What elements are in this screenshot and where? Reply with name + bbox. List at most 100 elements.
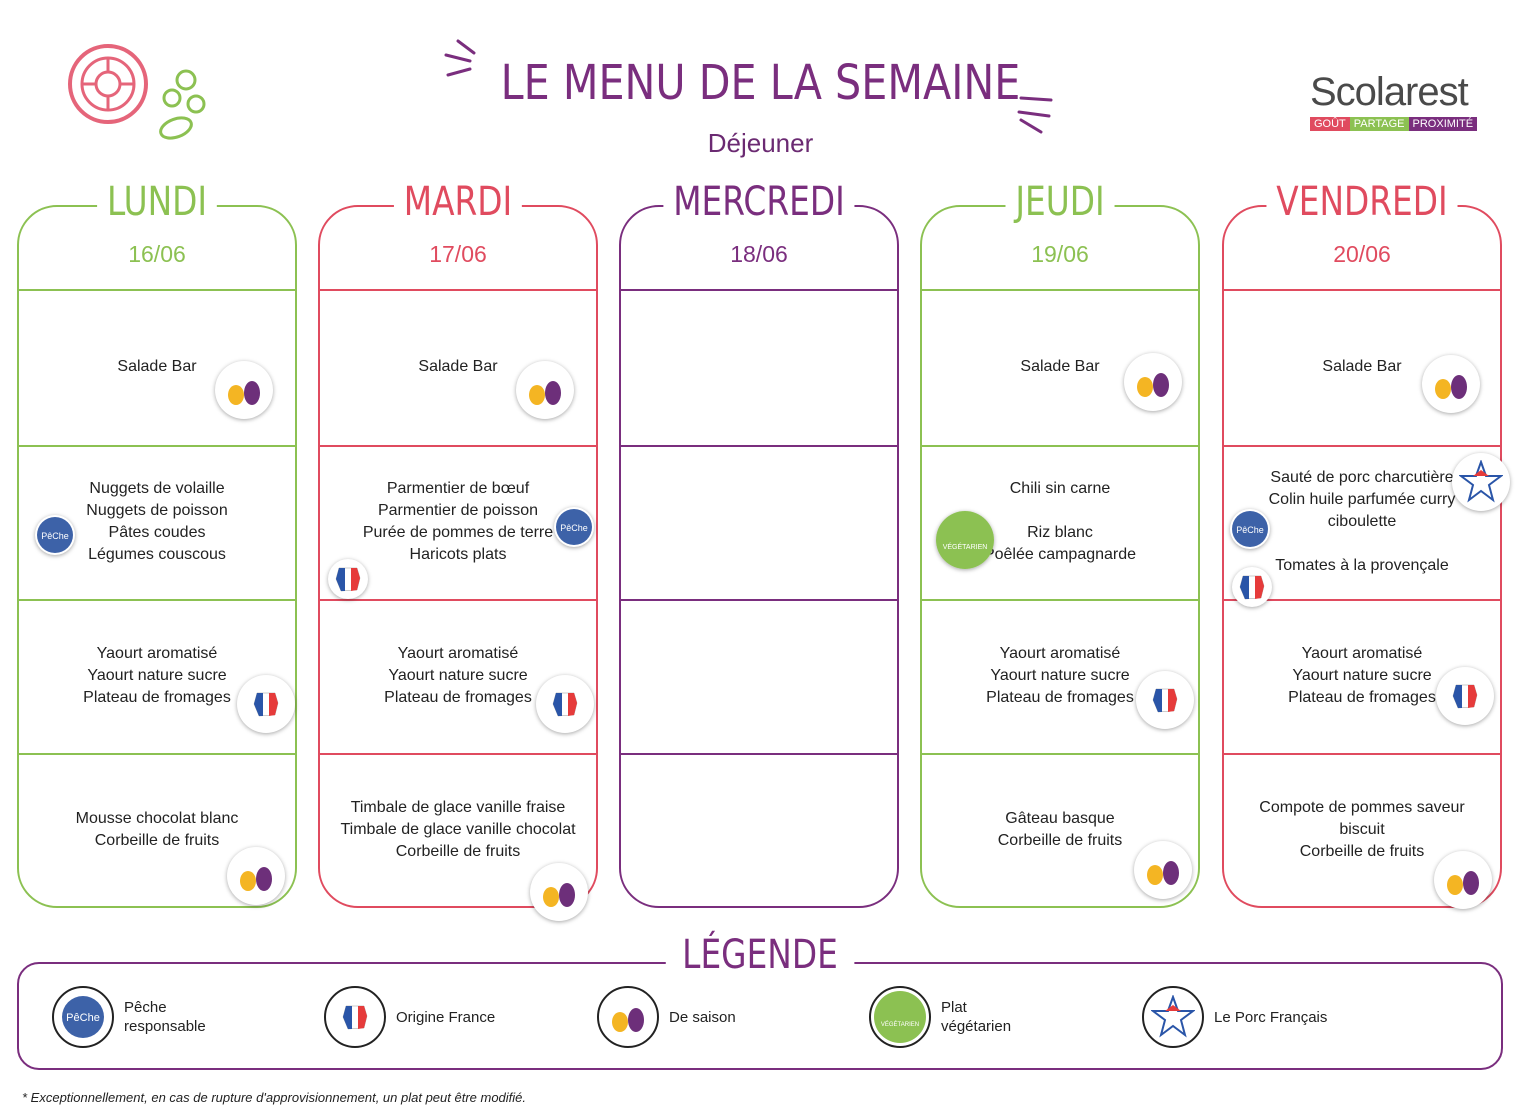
menu-item: Plateau de fromages [384, 689, 532, 706]
menu-item: Purée de pommes de terre [362, 524, 554, 541]
day-date: 19/06 [1031, 241, 1089, 267]
de-saison-icon [1124, 353, 1182, 411]
row-divider [922, 289, 1198, 291]
legend-item-porc: Le Porc Français [1142, 986, 1374, 1048]
row-divider [320, 445, 596, 447]
peche-responsable-icon: PêChe [1230, 509, 1270, 549]
menu-item: Salade Bar [117, 358, 197, 375]
logo-tag-3: PROXIMITÉ [1408, 117, 1478, 131]
day-date: 16/06 [128, 241, 186, 267]
row-divider [320, 599, 596, 601]
menu-item: Nuggets de volaille [89, 480, 225, 497]
menu-item: Yaourt aromatisé [1301, 645, 1423, 662]
day-date: 18/06 [730, 241, 788, 267]
menu-item: ciboulette [1327, 513, 1397, 530]
tomato-slice-icon [68, 44, 206, 140]
legend-item-origine: Origine France [324, 986, 496, 1048]
menu-item: Parmentier de poisson [377, 502, 539, 519]
svg-text:PêChe: PêChe [1236, 525, 1264, 535]
menu-item: Yaourt aromatisé [397, 645, 519, 662]
menu-item: Mousse chocolat blanc [75, 810, 239, 827]
menu-item: Compote de pommes saveur [1259, 799, 1465, 816]
peche-responsable-icon: PêChe [554, 507, 594, 547]
menu-item: Nuggets de poisson [86, 502, 228, 519]
menu-item: Salade Bar [1020, 358, 1100, 375]
legend-label: Pêche responsable [124, 999, 206, 1035]
menu-item: Corbeille de fruits [1299, 843, 1425, 860]
menu-item: Chili sin carne [1009, 480, 1111, 497]
peche-responsable-icon: PêChe [35, 515, 75, 555]
legend-label: Origine France [396, 1008, 496, 1026]
plat-vegetarien-icon: VÉGÉTARIEN [936, 511, 994, 569]
origine-france-icon [1136, 671, 1194, 729]
legend-label: Le Porc Français [1214, 1008, 1328, 1026]
menu-item: Poêlée campagnarde [983, 546, 1137, 563]
menu-cell: Salade Bar [320, 356, 596, 378]
legend-title: LÉGENDE [665, 932, 855, 978]
row-divider [1224, 599, 1500, 601]
svg-text:PêChe: PêChe [66, 1012, 100, 1024]
day-name: JEUDI [1005, 179, 1115, 225]
row-divider [922, 753, 1198, 755]
day-date: 20/06 [1333, 241, 1391, 267]
row-divider [1224, 753, 1500, 755]
menu-item: Corbeille de fruits [395, 843, 521, 860]
menu-item: Plateau de fromages [1288, 689, 1436, 706]
menu-item: Gâteau basque [1005, 810, 1115, 827]
plat-vegetarien-icon: VÉGÉTARIEN [869, 986, 931, 1048]
menu-item: Légumes couscous [88, 546, 226, 563]
svg-text:PêChe: PêChe [41, 531, 69, 541]
origine-france-icon [1436, 667, 1494, 725]
day-name: LUNDI [97, 179, 217, 225]
menu-cell: Salade Bar [19, 356, 295, 378]
de-saison-icon [530, 863, 588, 921]
menu-cell: Salade Bar [922, 356, 1198, 378]
legend-item-vegetarien: VÉGÉTARIEN Plat végétarien [869, 986, 1041, 1048]
menu-cell: Salade Bar [1224, 356, 1500, 378]
day-name: VENDREDI [1266, 179, 1458, 225]
svg-text:PêChe: PêChe [560, 523, 588, 533]
legend-item-saison: De saison [597, 986, 769, 1048]
de-saison-icon [1134, 841, 1192, 899]
row-divider [922, 599, 1198, 601]
menu-item: biscuit [1339, 821, 1385, 838]
de-saison-icon [1434, 851, 1492, 909]
row-divider [19, 753, 295, 755]
row-divider [1224, 445, 1500, 447]
row-divider [621, 289, 897, 291]
origine-france-icon [1232, 567, 1272, 607]
menu-item: Timbale de glace vanille fraise [350, 799, 566, 816]
row-divider [19, 445, 295, 447]
de-saison-icon [516, 361, 574, 419]
row-divider [621, 599, 897, 601]
menu-item: Yaourt nature sucre [990, 667, 1130, 684]
logo-tag-1: GOÛT [1310, 117, 1350, 131]
day-name: MERCREDI [663, 179, 855, 225]
row-divider [621, 753, 897, 755]
menu-item: Colin huile parfumée curry [1268, 491, 1456, 508]
peche-responsable-icon: PêChe [52, 986, 114, 1048]
row-divider [19, 599, 295, 601]
menu-item: Salade Bar [1322, 358, 1402, 375]
menu-item: Yaourt nature sucre [1292, 667, 1432, 684]
page-title: LE MENU DE LA SEMAINE [500, 55, 1021, 111]
svg-text:VÉGÉTARIEN: VÉGÉTARIEN [881, 1021, 919, 1028]
menu-item: Haricots plats [409, 546, 507, 563]
porc-francais-icon [1142, 986, 1204, 1048]
row-divider [320, 289, 596, 291]
menu-item: Timbale de glace vanille chocolat [340, 821, 576, 838]
